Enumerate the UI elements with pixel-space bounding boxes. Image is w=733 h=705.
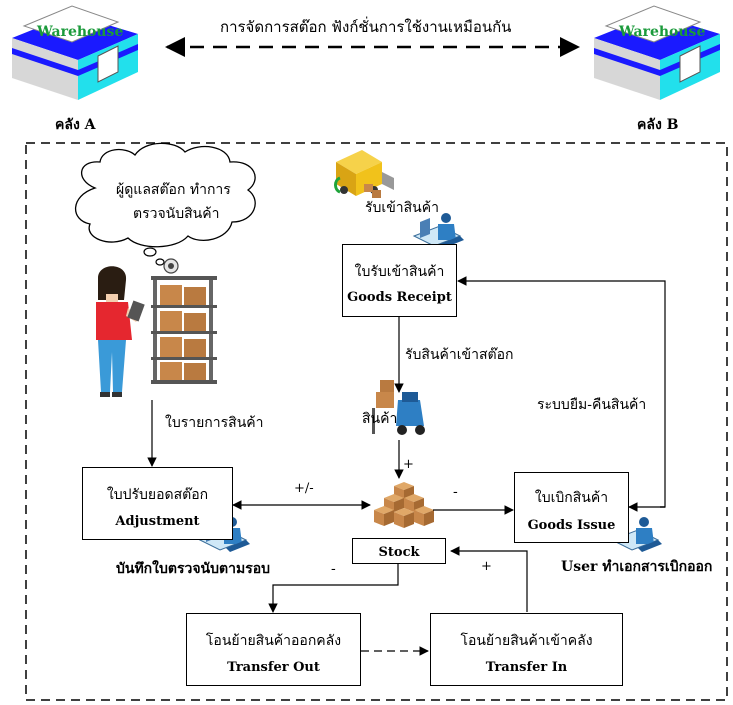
label-plus-top: + bbox=[403, 457, 414, 472]
top-title: การจัดการสต๊อก ฟังก์ชั่นการใช้งานเหมือนก… bbox=[220, 18, 512, 36]
label-borrow-return: ระบบยืม-คืนสินค้า bbox=[537, 397, 647, 413]
adjustment-th: ใบปรับยอดสต๊อก bbox=[106, 487, 209, 503]
stock-box: Stock bbox=[352, 538, 446, 564]
goods-issue-box: ใบเบิกสินค้า Goods Issue bbox=[514, 472, 629, 543]
worker-computer-icon bbox=[412, 213, 464, 248]
adjustment-box: ใบปรับยอดสต๊อก Adjustment bbox=[82, 467, 233, 540]
transfer-out-th: โอนย้ายสินค้าออกคลัง bbox=[205, 633, 342, 649]
warehouse-a-label: คลัง A bbox=[55, 117, 96, 133]
label-record-count: บันทึกใบตรวจนับตามรอบ bbox=[116, 561, 271, 577]
label-plus-minus: +/- bbox=[294, 481, 314, 496]
label-minus-right: - bbox=[453, 484, 458, 500]
cloud-line-1: ผู้ดูแลสต๊อก ทำการ bbox=[116, 182, 231, 198]
label-receive-to-stock: รับสินค้าเข้าสต๊อก bbox=[405, 347, 514, 363]
label-goods: สินค้า bbox=[362, 411, 398, 427]
transfer-in-box: โอนย้ายสินค้าเข้าคลัง Transfer In bbox=[430, 613, 623, 686]
camera-icon bbox=[163, 258, 179, 274]
warehouse-a-logo-text: Warehouse bbox=[37, 24, 124, 40]
goods-receipt-box: ใบรับเข้าสินค้า Goods Receipt bbox=[342, 244, 457, 317]
warehouse-b-label: คลัง B bbox=[637, 117, 679, 133]
label-minus-bottom: - bbox=[331, 561, 336, 577]
goods-receipt-en: Goods Receipt bbox=[347, 290, 452, 305]
boxes-stack-icon bbox=[374, 482, 434, 528]
warehouse-b-logo-text: Warehouse bbox=[619, 24, 706, 40]
thought-cloud bbox=[74, 142, 256, 266]
dashed-frame bbox=[25, 142, 728, 701]
stock-en: Stock bbox=[378, 545, 420, 560]
label-item-list: ใบรายการสินค้า bbox=[165, 415, 264, 431]
woman-tablet-icon bbox=[96, 266, 145, 397]
warehouse-icon bbox=[594, 5, 720, 100]
cloud-line-2: ตรวจนับสินค้า bbox=[133, 206, 220, 222]
forklift-icon bbox=[372, 380, 425, 435]
arrow-stock-to-transfer-out bbox=[268, 562, 399, 613]
delivery-truck-icon bbox=[334, 150, 394, 198]
worker-computer-icon bbox=[610, 517, 662, 552]
goods-issue-en: Goods Issue bbox=[527, 518, 616, 533]
transfer-in-th: โอนย้ายสินค้าเข้าคลัง bbox=[460, 633, 593, 649]
label-plus-bottom: + bbox=[481, 559, 492, 574]
transfer-out-box: โอนย้ายสินค้าออกคลัง Transfer Out bbox=[186, 613, 361, 686]
transfer-out-en: Transfer Out bbox=[227, 660, 320, 675]
adjustment-en: Adjustment bbox=[115, 514, 200, 529]
goods-receipt-th: ใบรับเข้าสินค้า bbox=[354, 264, 445, 280]
arrow-transfer-in-to-stock bbox=[450, 546, 528, 612]
goods-issue-th: ใบเบิกสินค้า bbox=[534, 490, 609, 506]
shelf-icon bbox=[151, 276, 217, 384]
label-receive: รับเข้าสินค้า bbox=[365, 200, 439, 216]
label-user-issue: User ทำเอกสารเบิกออก bbox=[561, 559, 713, 575]
warehouse-icon bbox=[12, 5, 138, 100]
transfer-in-en: Transfer In bbox=[485, 660, 568, 675]
